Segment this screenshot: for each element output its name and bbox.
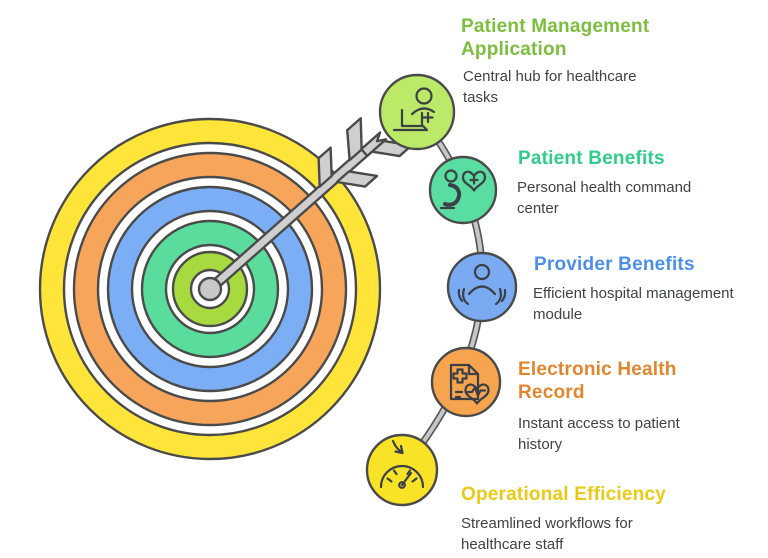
arrow-feather-upper-1 (317, 146, 333, 188)
step-desc-patient-benefits: Personal health command center (517, 179, 692, 217)
arrow-feather-upper-2 (346, 117, 363, 162)
step-desc-electronic-health-record: Instant access to patient history (518, 415, 680, 453)
step-title-electronic-health-record: Electronic Health Record (518, 359, 677, 403)
step-desc-provider-benefits: Efficient hospital management module (533, 285, 734, 323)
person-laptop-icon (378, 73, 456, 151)
target-arrow-icon (205, 117, 413, 294)
step-title-operational-efficiency: Operational Efficiency (461, 484, 667, 505)
medical-record-icon (430, 346, 502, 418)
icon-bubble-5 (365, 433, 439, 507)
step-desc-operational-efficiency: Streamlined workflows for healthcare sta… (461, 515, 633, 553)
arrow-feather-lower-1 (335, 170, 379, 188)
step-icons (365, 73, 518, 507)
caring-hands-icon (446, 251, 518, 323)
icon-bubble-4 (430, 346, 502, 418)
step-desc-patient-management-application: Central hub for healthcare tasks (463, 68, 637, 106)
icon-bubble-1 (378, 73, 456, 151)
step-title-patient-benefits: Patient Benefits (518, 148, 665, 169)
efficiency-gauge-icon (365, 433, 439, 507)
arrow-impact-dot (197, 276, 223, 302)
patient-heart-icon (428, 155, 498, 225)
step-title-provider-benefits: Provider Benefits (534, 254, 695, 275)
step-title-patient-management-application: Patient Management Application (461, 16, 650, 60)
arrow-nock (360, 131, 388, 158)
icon-bubble-2 (428, 155, 498, 225)
